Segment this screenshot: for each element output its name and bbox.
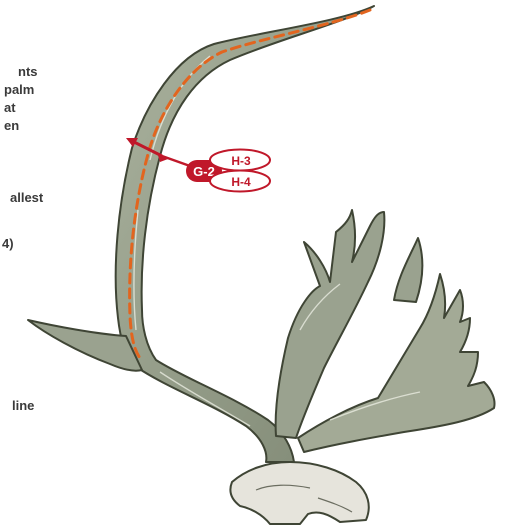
callout-h3-circle: H-3 (210, 150, 270, 171)
callout-h4-circle: H-4 (210, 171, 270, 192)
skull-fragment (230, 462, 368, 524)
callout-h4-label: H-4 (231, 175, 251, 189)
antler-right-tine (394, 238, 422, 302)
callout-h3-label: H-3 (231, 154, 251, 168)
